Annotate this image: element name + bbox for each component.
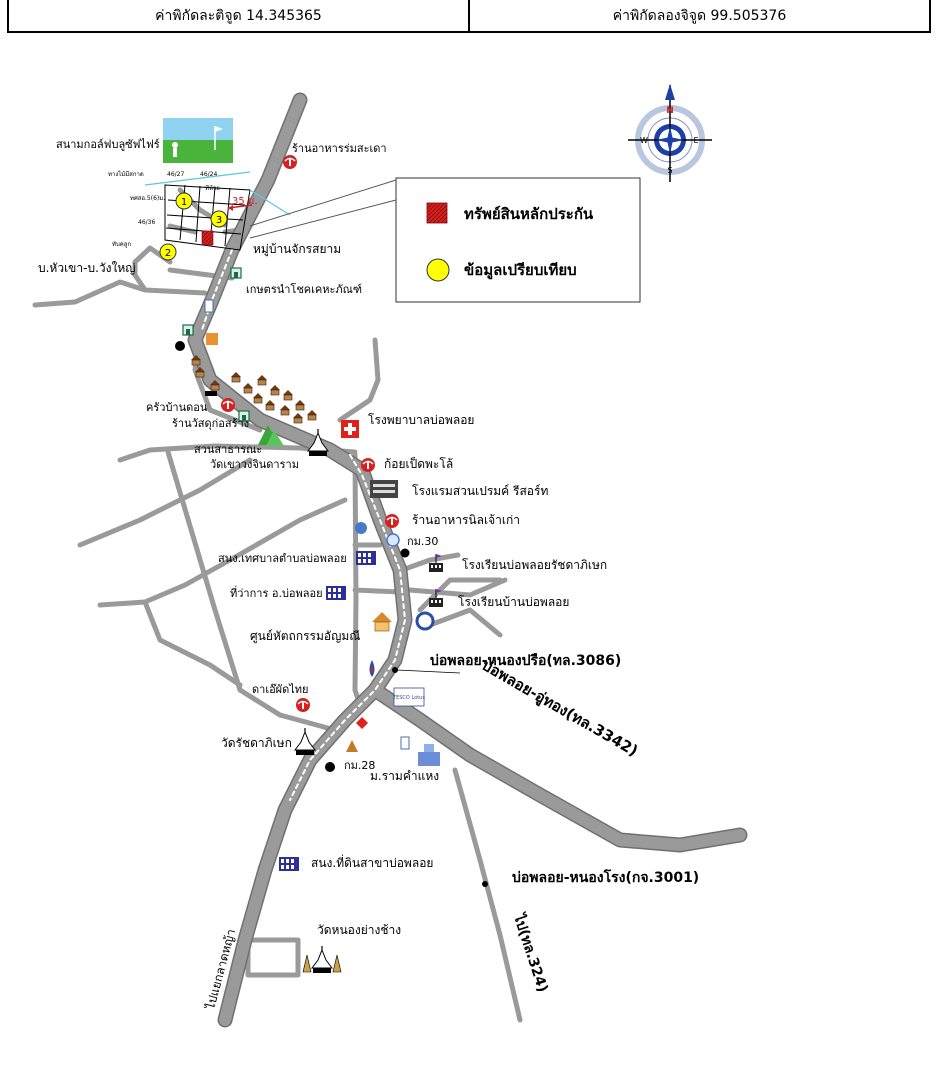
svg-text:2: 2 bbox=[165, 248, 171, 259]
ruamsakao-label: ร้านอาหารร่มสะเดา bbox=[292, 142, 387, 155]
latitude-cell: ค่าพิกัดละติจูด 14.345365 bbox=[155, 7, 322, 24]
distance-label: 35 ม. bbox=[232, 196, 258, 207]
km-marker-dot bbox=[400, 548, 410, 558]
tessaban-label: สนง.เทศบาลตำบลบ่อพลอย bbox=[218, 552, 347, 565]
red-mark-icon bbox=[356, 717, 368, 729]
temple-icon bbox=[294, 727, 316, 756]
wattu-label: ร้านวัสดุก่อสร้าง bbox=[172, 417, 249, 430]
road-3086-label: บ่อพลอย-หนองปรือ(ทล.3086) bbox=[430, 653, 621, 669]
compass-icon: N S E W bbox=[628, 84, 712, 182]
collateral-property-marker[interactable] bbox=[201, 230, 214, 246]
svg-text:E: E bbox=[693, 136, 698, 145]
restaurant-icon bbox=[282, 154, 298, 170]
nilchao-label: ร้านอาหารนิลเจ้าเก่า bbox=[412, 513, 520, 527]
park-icon bbox=[258, 425, 284, 446]
coordinates-table: ค่าพิกัดละติจูด 14.345365 ค่าพิกัดลองจิจ… bbox=[7, 0, 931, 33]
bank-icon bbox=[355, 522, 367, 534]
park-label: สวนสาธารณะ bbox=[194, 443, 262, 456]
gas-station-icon bbox=[369, 660, 375, 677]
huakhao-road-label: บ.หัวเขา-บ.วังใหญ่ bbox=[38, 261, 135, 275]
legend-collateral-label: ทรัพย์สินหลักประกัน bbox=[464, 205, 594, 223]
signpost-icon bbox=[400, 736, 410, 750]
hospital-label: โรงพยาบาลบ่อพลอย bbox=[368, 413, 474, 427]
km28-label: กม.28 bbox=[344, 759, 375, 772]
road-324-label: ไป(ทล.324) bbox=[510, 910, 553, 995]
university-icon bbox=[418, 744, 440, 766]
signpost-icon bbox=[204, 299, 214, 313]
km30-label: กม.30 bbox=[407, 535, 438, 548]
plan-label: ทางไม้มีสกาด bbox=[108, 170, 144, 178]
village-label: หมู่บ้านจักรสยาม bbox=[253, 242, 341, 257]
koy-label: ก้อยเป็ดพะโล้ bbox=[384, 456, 453, 471]
golf-label: สนามกอล์ฟบลูซัฟไฟร์ bbox=[56, 138, 160, 151]
hospital-icon bbox=[341, 420, 359, 438]
leader-line bbox=[396, 669, 461, 674]
junction-dot bbox=[392, 667, 398, 673]
plan-label: 46/24 bbox=[200, 171, 217, 178]
restaurant-icon bbox=[295, 697, 311, 713]
legend-comparable-label: ข้อมูลเปรียบเทียบ bbox=[464, 261, 577, 280]
golf-course-icon bbox=[163, 118, 233, 163]
road-3001-label: บ่อพลอย-หนองโรง(กจ.3001) bbox=[512, 868, 699, 886]
school2-label: โรงเรียนบ้านบ่อพลอย bbox=[458, 595, 569, 609]
road-3342-label: บ่อพลอย-อู่ทอง(ทล.3342) bbox=[478, 656, 641, 761]
junction-dot bbox=[482, 881, 488, 887]
landoffice-label: สนง.ที่ดินสาขาบ่อพลอย bbox=[311, 854, 433, 870]
tesco-icon: TESCO Lotus bbox=[392, 687, 425, 707]
plan-label: ทับคลูก bbox=[112, 241, 131, 248]
shop-icon bbox=[230, 267, 242, 279]
watkhao-label: วัดเขาวงจินดาราม bbox=[210, 458, 299, 471]
plan-label: ทีห้วย bbox=[205, 184, 220, 192]
amphoe-label: ที่ว่าการ อ.บ่อพลอย bbox=[230, 585, 323, 600]
svg-text:1: 1 bbox=[181, 197, 187, 208]
svg-text:S: S bbox=[667, 166, 672, 175]
station-icon bbox=[206, 333, 218, 345]
longitude-cell: ค่าพิกัดลองจิจูด 99.505376 bbox=[468, 0, 929, 31]
hotel-icon bbox=[370, 480, 398, 498]
km-marker-dot bbox=[325, 762, 335, 772]
restaurant-icon bbox=[360, 457, 376, 473]
emblem-icon bbox=[415, 611, 435, 631]
comparable-marker-2[interactable]: 2 bbox=[159, 243, 177, 261]
plan-label: 46/27 bbox=[167, 171, 184, 178]
dao-label: ดาเอ๊ผัดไทย bbox=[252, 683, 309, 696]
plan-label: 46/36 bbox=[138, 219, 155, 226]
craft-house-icon bbox=[372, 612, 392, 632]
jewel-label: ศูนย์หัตถกรรมอัญมณี bbox=[250, 629, 360, 644]
plan-label: ทศสอ.5(6)ม. bbox=[130, 195, 165, 202]
junction-dot bbox=[175, 341, 185, 351]
comparable-marker-1[interactable]: 1 bbox=[175, 192, 193, 210]
sign-icon bbox=[205, 391, 217, 396]
restaurant-icon bbox=[220, 397, 236, 413]
restaurant-icon bbox=[384, 513, 400, 529]
kaset-label: เกษตรนำโชคเคหะภัณฑ์ bbox=[246, 282, 362, 296]
office-icon bbox=[279, 857, 299, 871]
school1-label: โรงเรียนบ่อพลอยรัชดาภิเษก bbox=[462, 558, 607, 572]
temple-icon bbox=[302, 945, 342, 974]
ramkhamhaeng-label: ม.รามคำแหง bbox=[370, 769, 439, 783]
watratcha-label: วัดรัชดาภิเษก bbox=[221, 736, 292, 750]
legend-box: ทรัพย์สินหลักประกัน ข้อมูลเปรียบเทียบ bbox=[249, 177, 641, 303]
bank-icon bbox=[386, 533, 400, 547]
office-icon bbox=[356, 551, 376, 565]
shop-icon bbox=[182, 324, 194, 336]
svg-text:3: 3 bbox=[216, 215, 222, 226]
legend-comparable-swatch bbox=[426, 258, 450, 282]
svg-text:N: N bbox=[666, 106, 674, 116]
svg-text:TESCO Lotus: TESCO Lotus bbox=[392, 695, 425, 701]
hotel-label: โรงแรมสวนเปรมค์ รีสอร์ท bbox=[412, 484, 548, 498]
office-icon bbox=[326, 586, 346, 600]
bank-logo-icon bbox=[346, 740, 358, 752]
svg-text:W: W bbox=[640, 136, 648, 145]
legend-collateral-swatch bbox=[426, 202, 448, 224]
krua-label: ครัวบ้านดอน bbox=[146, 401, 208, 414]
watnong-label: วัดหนองย่างช้าง bbox=[317, 923, 401, 937]
comparable-marker-3[interactable]: 3 bbox=[210, 210, 228, 228]
